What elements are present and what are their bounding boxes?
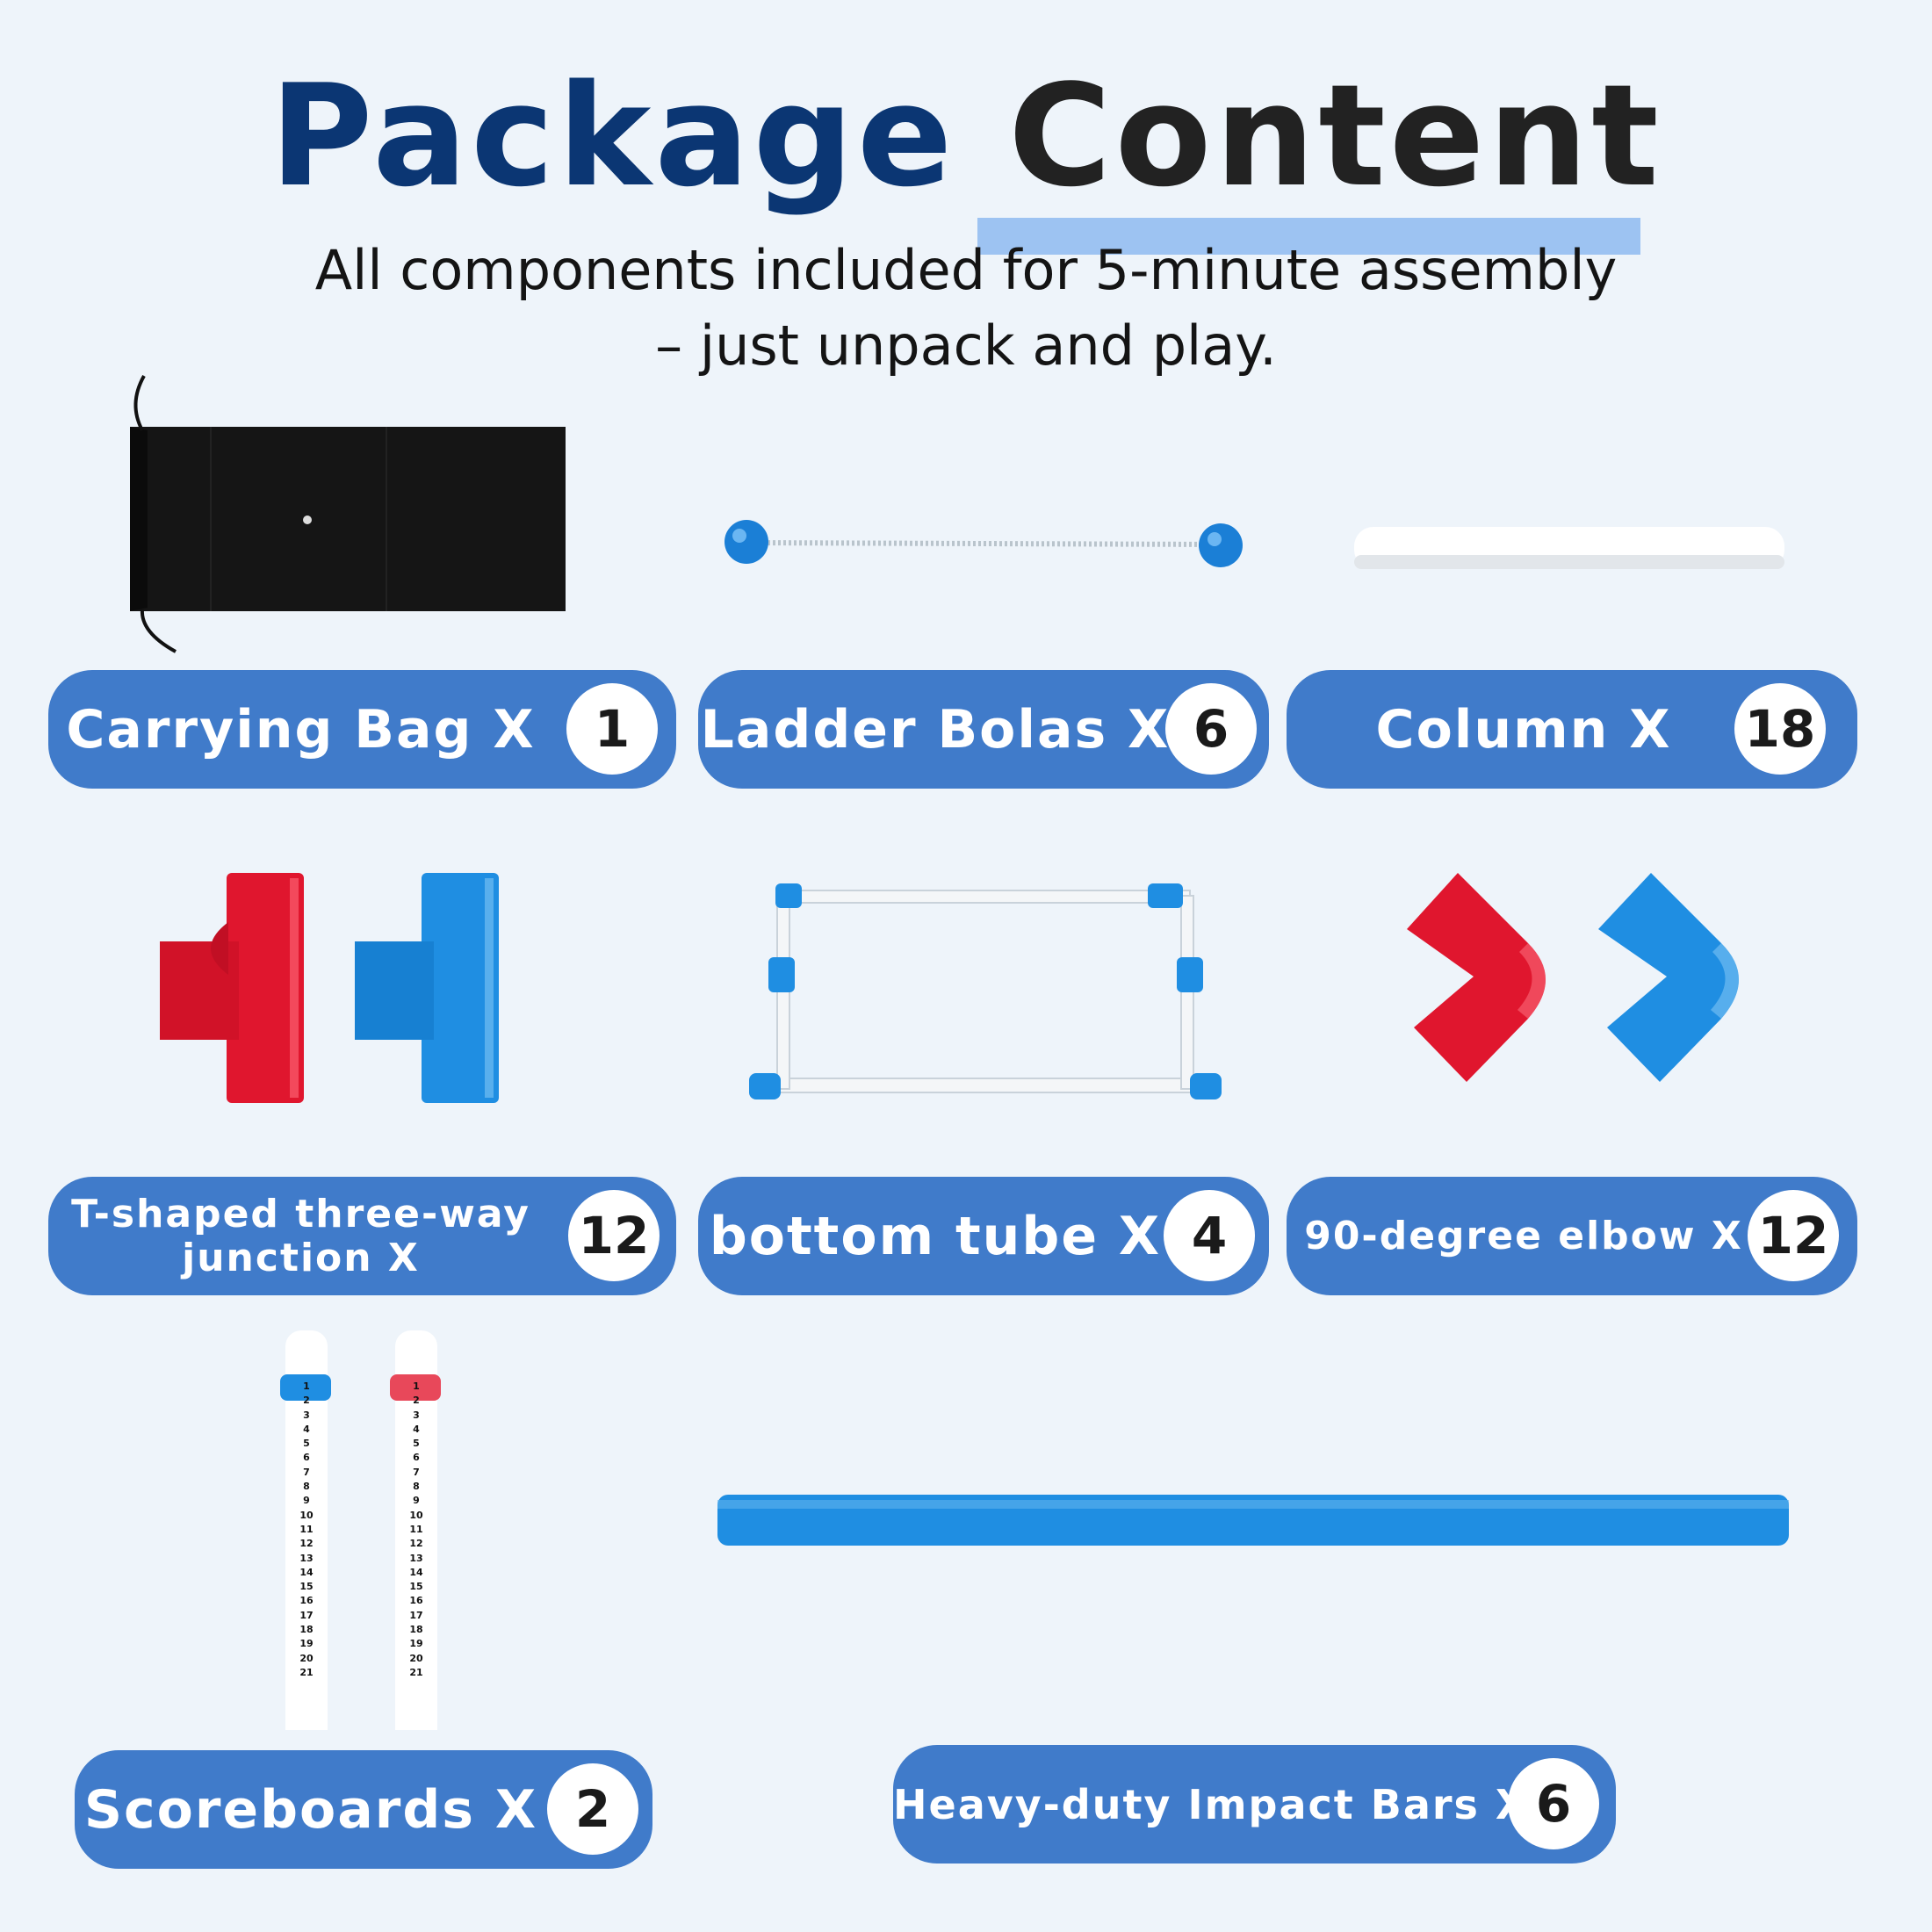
score-number: 19 [409,1638,423,1650]
score-number: 11 [409,1523,423,1535]
scoreboards-count: 2 [547,1763,638,1855]
score-number: 10 [299,1509,314,1521]
scoreboards-label: Scoreboards X [83,1778,538,1841]
score-number: 20 [409,1652,423,1664]
score-number: 2 [413,1395,420,1407]
t-junction-count: 12 [568,1190,660,1281]
score-number: 8 [303,1481,310,1493]
ladder-bolas-pill: Ladder Bolas X 6 [698,670,1269,789]
score-number: 2 [303,1395,310,1407]
page-title: Package Content [0,53,1932,255]
score-number: 10 [409,1509,423,1521]
score-number: 9 [303,1495,310,1507]
column-pill: Column X 18 [1287,670,1857,789]
subtitle-line-2: – just unpack and play. [655,314,1277,378]
score-number: 21 [299,1666,314,1678]
title-highlight [977,218,1640,255]
elbow-pill: 90-degree elbow X 12 [1287,1177,1857,1295]
carrying-bag-pill: Carrying Bag X 1 [48,670,676,789]
score-number: 14 [299,1566,314,1578]
score-number: 12 [409,1538,423,1550]
score-number: 7 [413,1466,420,1478]
score-number: 13 [299,1552,314,1564]
score-number: 21 [409,1666,423,1678]
score-number: 1 [413,1381,420,1392]
score-number: 1 [303,1381,310,1392]
score-number: 9 [413,1495,420,1507]
carrying-bag-label: Carrying Bag X [66,698,536,761]
t-junction-icon [160,873,499,1103]
ladder-bolas-icon [724,520,1243,567]
score-number: 18 [409,1624,423,1636]
score-number: 17 [299,1609,314,1621]
score-number: 4 [413,1423,420,1435]
t-junction-label: T-shaped three-way junction X [48,1191,676,1280]
t-junction-label-line-2: junction X [182,1235,420,1280]
score-number: 5 [413,1438,420,1450]
elbow-label: 90-degree elbow X [1304,1214,1743,1258]
score-number: 12 [299,1538,314,1550]
ladder-bolas-count: 6 [1165,683,1257,775]
score-number: 6 [303,1452,310,1464]
score-number: 17 [409,1609,423,1621]
title-word-content: Content [1008,54,1662,218]
impact-bars-count: 6 [1508,1758,1599,1849]
title-word-package: Package [270,54,956,218]
impact-bars-pill: Heavy-duty Impact Bars X 6 [893,1745,1616,1864]
score-number: 15 [299,1581,314,1593]
column-tube-icon [1354,527,1784,569]
score-number: 19 [299,1638,314,1650]
subtitle-line-1: All components included for 5-minute ass… [314,238,1618,302]
score-number: 14 [409,1566,423,1578]
score-number: 5 [303,1438,310,1450]
score-number: 8 [413,1481,420,1493]
score-number: 16 [409,1595,423,1607]
column-count: 18 [1734,683,1826,775]
red-score-marker [390,1374,441,1401]
impact-bar-icon [717,1495,1789,1546]
bottom-tube-count: 4 [1164,1190,1255,1281]
column-label: Column X [1375,698,1672,761]
score-number: 6 [413,1452,420,1464]
carrying-bag-icon [130,375,566,653]
elbow-joint-icon [1407,873,1739,1082]
t-junction-pill: T-shaped three-way junction X 12 [48,1177,676,1295]
bottom-tube-pill: bottom tube X 4 [698,1177,1269,1295]
bottom-tube-label: bottom tube X [709,1205,1162,1267]
score-number: 4 [303,1423,310,1435]
subtitle: All components included for 5-minute ass… [0,233,1932,384]
score-number: 18 [299,1624,314,1636]
scoreboards-pill: Scoreboards X 2 [75,1750,652,1869]
score-number: 3 [413,1409,420,1421]
bottom-tube-frame-icon [749,883,1222,1099]
elbow-count: 12 [1748,1190,1839,1281]
impact-bars-label: Heavy-duty Impact Bars X [893,1780,1529,1828]
score-number: 7 [303,1466,310,1478]
ladder-bolas-label: Ladder Bolas X [700,698,1171,761]
score-number: 15 [409,1581,423,1593]
carrying-bag-count: 1 [566,683,658,775]
score-number: 13 [409,1552,423,1564]
blue-score-marker [280,1374,331,1401]
score-number: 16 [299,1595,314,1607]
score-number: 20 [299,1652,314,1664]
t-junction-label-line-1: T-shaped three-way [71,1191,530,1236]
score-number: 3 [303,1409,310,1421]
score-number: 11 [299,1523,314,1535]
